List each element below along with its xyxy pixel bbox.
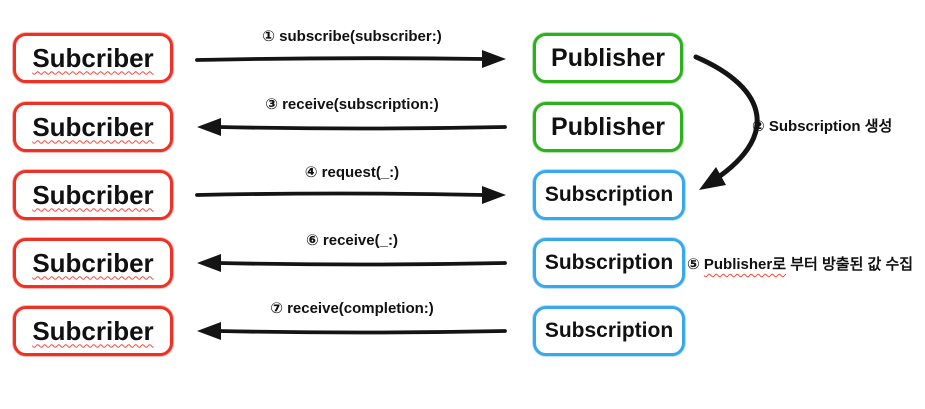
arrow-receive-completion-head-icon [197,322,221,340]
annotation-prefix: ⑤ [687,256,704,273]
subscription-label: Subscription [544,319,674,342]
annotation-rest: 부터 방출된 값 수집 [786,256,914,273]
subscriber-label: Subcriber [32,111,154,142]
subscriber-box-2: Subcriber [13,102,173,152]
arrow-receive-value-line [217,261,507,267]
subscriber-label: Subcriber [32,315,154,346]
subscription-box-1: Subscription [533,170,685,220]
arrow-label-request: ④ request(_:) [304,164,400,181]
subscription-box-3: Subscription [533,306,685,356]
subscriber-box-4: Subcriber [13,238,173,288]
arrow-receive-subscription-line [217,125,507,131]
subscription-label: Subscription [544,183,674,206]
arrow-label-receive-subscription: ③ receive(subscription:) [265,96,439,113]
arrow-receive-completion-line [217,329,507,335]
arrow-subscribe-head-icon [482,50,506,68]
publisher-label: Publisher [551,112,665,141]
subscription-box-2: Subscription [533,238,685,288]
arrow-label-subscribe: ① subscribe(subscriber:) [262,28,442,45]
curved-arrow-subscription-create-line [693,54,760,187]
publisher-box-2: Publisher [533,102,683,152]
annotation-underlined-word: Publisher로 [703,256,787,273]
subscriber-box-1: Subcriber [13,33,173,83]
publisher-box-1: Publisher [533,33,683,83]
subscriber-box-5: Subcriber [13,306,173,356]
subscription-label: Subscription [544,251,674,274]
annotation-subscription-create: ② Subscription 생성 [752,118,893,135]
subscriber-label: Subcriber [32,42,154,73]
arrow-receive-subscription-head-icon [197,118,221,136]
curved-arrow-subscription-create-head-icon [699,167,726,190]
subscriber-label: Subcriber [32,247,154,278]
arrow-subscribe-line [195,56,486,62]
arrow-receive-value-head-icon [197,254,221,272]
arrow-label-receive-completion: ⑦ receive(completion:) [270,300,434,317]
subscriber-box-3: Subcriber [13,170,173,220]
annotation-collect-values: ⑤ Publisher로 부터 방출된 값 수집 [687,253,913,274]
publisher-label: Publisher [551,43,665,72]
arrow-label-receive-value: ⑥ receive(_:) [306,232,398,249]
arrow-request-line [195,191,486,197]
arrow-request-head-icon [482,186,506,204]
subscriber-label: Subcriber [32,179,154,210]
